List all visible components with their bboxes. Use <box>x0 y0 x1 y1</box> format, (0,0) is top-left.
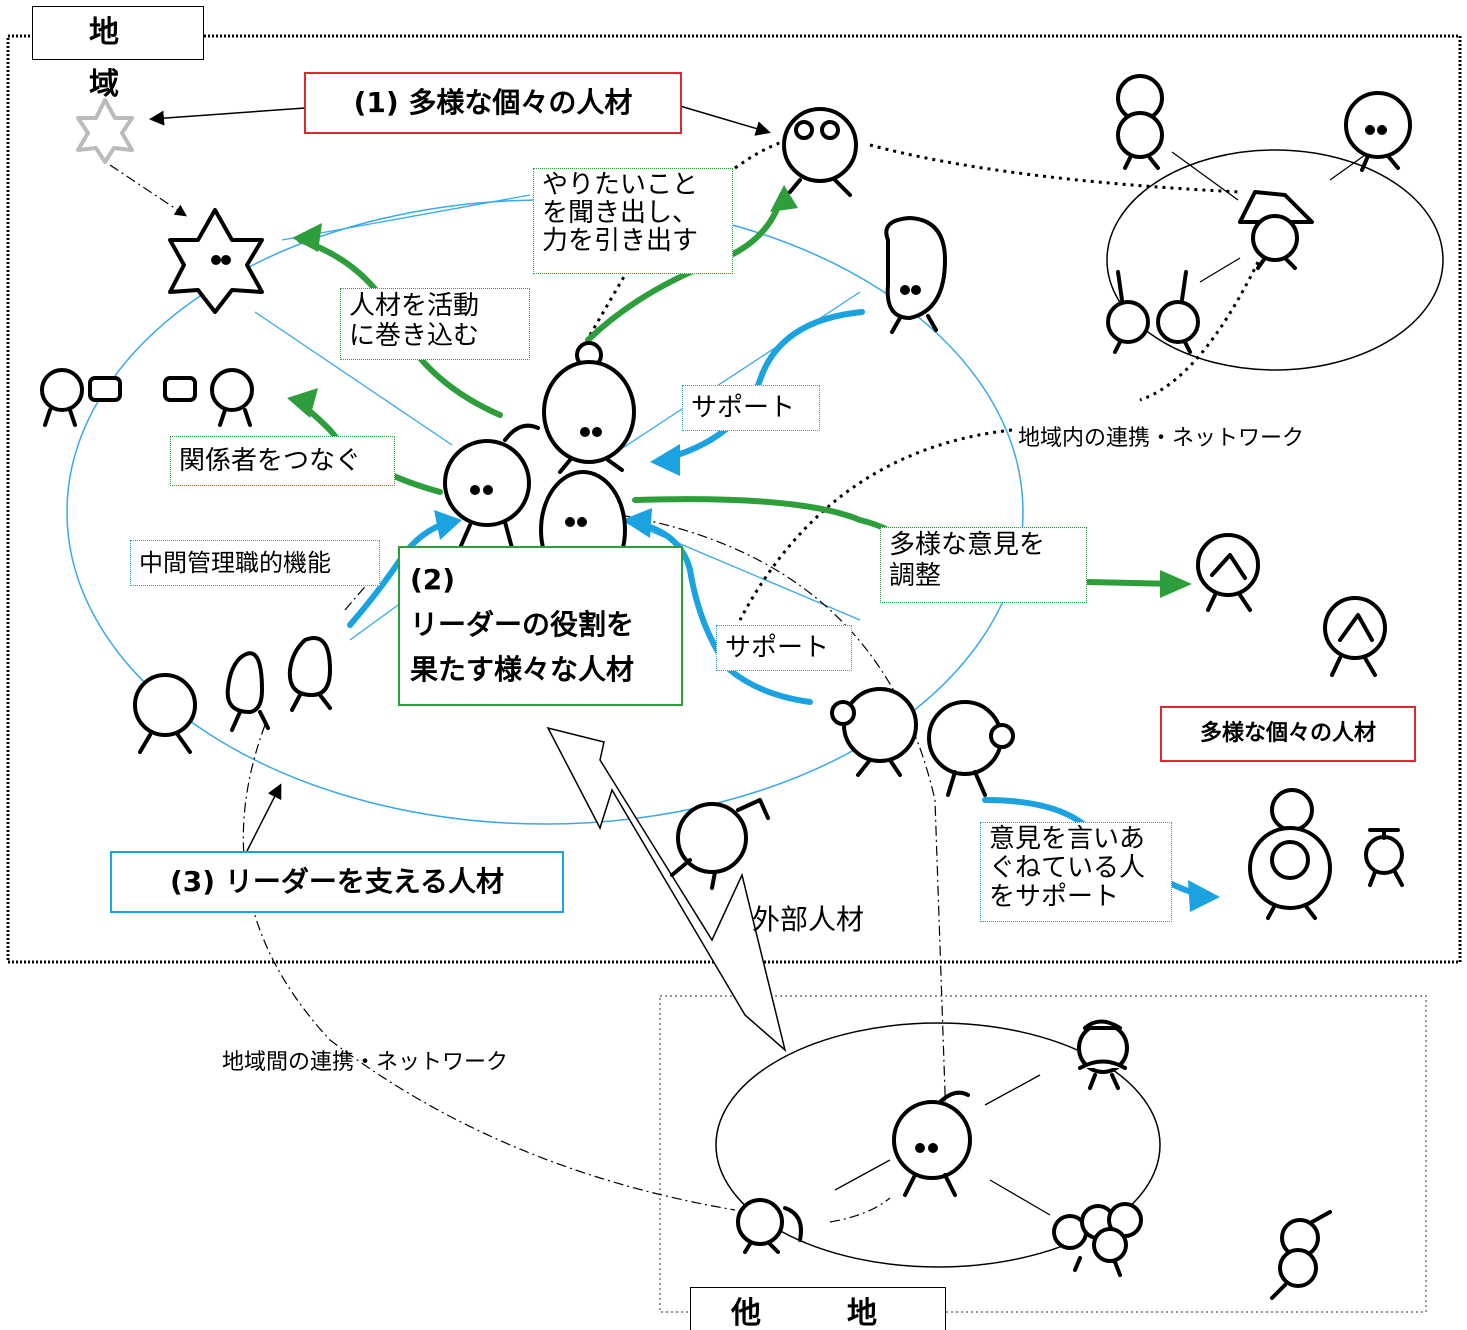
local-region-tab: 地 域 <box>32 6 204 102</box>
external-figure <box>670 798 770 890</box>
other-region-tab: 他 地 域 <box>690 1287 946 1330</box>
mustache-figure <box>1077 1019 1129 1090</box>
interregional-network-label: 地域間の連携・ネットワーク <box>222 1050 509 1075</box>
antenna-figures <box>1106 270 1200 354</box>
diverse-talent-title: (1) 多様な個々の人材 <box>304 72 682 134</box>
saxophone-figure <box>736 1198 803 1254</box>
tumbling-figure <box>1270 1210 1332 1300</box>
group-figures <box>1052 1202 1143 1277</box>
draw-out-label: やりたいこと を聞き出し、 力を引き出す <box>533 168 733 274</box>
support-label-2: サポート <box>716 625 852 671</box>
snowman-figure <box>1248 788 1332 920</box>
surprised-figure <box>782 107 858 197</box>
handshake-figures <box>40 368 254 427</box>
diverse-talent-small: 多様な個々の人材 <box>1160 706 1416 762</box>
other-region-ellipse <box>715 1022 1161 1268</box>
angry-figures <box>1196 533 1387 677</box>
connect-label: 関係者をつなぐ <box>170 436 395 486</box>
dotted-network-lines <box>588 140 1260 621</box>
star-figure <box>168 208 264 314</box>
dashdot-lines <box>109 164 949 1223</box>
local-network-label: 地域内の連携・ネットワーク <box>1018 420 1305 452</box>
apple-other-figure <box>892 1090 972 1197</box>
monkey-figures <box>830 687 1015 797</box>
external-talent-label: 外部人材 <box>752 903 865 936</box>
sheriff-figure <box>1238 190 1314 270</box>
ear-figure <box>884 216 947 334</box>
support-label-1: サポート <box>682 385 820 431</box>
leader-ornament-figure <box>542 341 636 474</box>
middle-mgmt-label: 中間管理職的機能 <box>130 540 380 586</box>
support-title: (3) リーダーを支える人材 <box>110 851 564 913</box>
support-hesitant-label: 意見を言いあ ぐねている人 をサポート <box>980 822 1172 922</box>
support-pears-figures <box>133 636 332 754</box>
star-ghost-figure <box>76 98 134 164</box>
propeller-figure <box>1364 828 1404 887</box>
leaders-title: (2) リーダーの役割を 果たす様々な人材 <box>398 546 683 706</box>
chef-figure <box>1116 74 1164 170</box>
right-group-ellipse <box>1106 149 1444 371</box>
other-region-frame <box>659 995 1427 1313</box>
coordinate-label: 多様な意見を 調整 <box>880 527 1087 603</box>
involve-label: 人材を活動 に巻き込む <box>340 288 530 360</box>
leader-apple-figure <box>443 423 540 550</box>
hollow-up-arrow <box>546 726 787 1053</box>
apple-right-figure <box>1344 91 1412 172</box>
